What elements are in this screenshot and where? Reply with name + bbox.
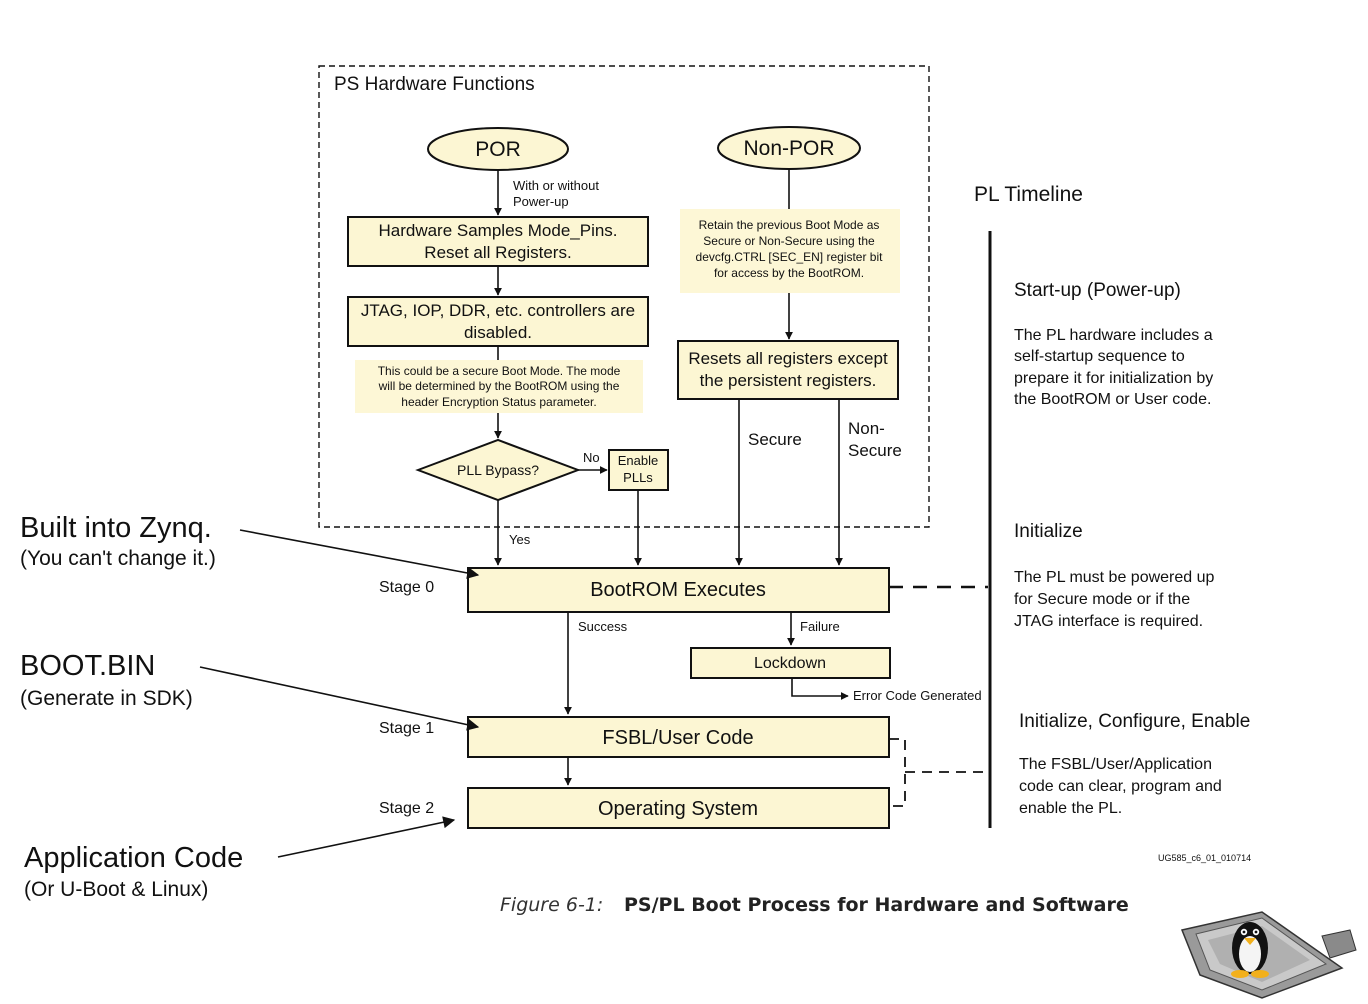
enable-plls-line1: Enable — [618, 453, 658, 468]
fsbl-label: FSBL/User Code — [602, 727, 753, 749]
secure-label: Secure — [748, 430, 802, 449]
ice-text-2: code can clear, program and — [1019, 778, 1222, 795]
ps-hardware-title: PS Hardware Functions — [334, 74, 535, 95]
application-code-label: Application Code — [24, 842, 243, 874]
figure-reference-id: UG585_c6_01_010714 — [1158, 853, 1251, 863]
error-code-label: Error Code Generated — [853, 688, 982, 703]
built-into-zynq-label: Built into Zynq. — [20, 512, 212, 544]
hw-samples-line1: Hardware Samples Mode_Pins. — [378, 221, 617, 240]
retain-note-line3: devcfg.CTRL [SEC_EN] register bit — [696, 250, 884, 264]
secure-mode-note — [355, 360, 643, 413]
ice-text-3: enable the PL. — [1019, 800, 1122, 817]
startup-text-1: The PL hardware includes a — [1014, 327, 1213, 344]
boot-bin-label: BOOT.BIN — [20, 650, 155, 682]
no-label: No — [583, 450, 600, 465]
secure-note-line3: header Encryption Status parameter. — [401, 395, 596, 409]
yes-label: Yes — [509, 532, 531, 547]
uboot-linux-label: (Or U-Boot & Linux) — [24, 878, 208, 901]
fsbl-os-bracket — [889, 738, 906, 807]
operating-system-box — [467, 787, 890, 829]
non-secure-label-line2: Secure — [848, 441, 902, 460]
with-or-without-label: With or without — [513, 178, 599, 193]
startup-text-3: prepare it for initialization by — [1014, 370, 1213, 387]
figure-caption: PS/PL Boot Process for Hardware and Soft… — [624, 894, 1129, 916]
lockdown-label: Lockdown — [754, 655, 826, 672]
pl-timeline-title: PL Timeline — [974, 183, 1083, 206]
arrow-boot-bin — [199, 666, 480, 731]
resets-registers-box — [677, 340, 899, 400]
stage-1-label: Stage 1 — [379, 720, 434, 737]
stage-2-label: Stage 2 — [379, 800, 434, 817]
ps-hardware-frame — [318, 65, 930, 528]
por-label: POR — [475, 138, 521, 161]
retain-boot-mode-note — [680, 209, 900, 293]
success-label: Success — [578, 619, 628, 634]
figure-number: Figure 6-1: — [500, 894, 603, 916]
jtag-disabled-box — [347, 296, 649, 347]
arrow-app-code — [277, 816, 456, 858]
linux-penguin-chip-icon — [1180, 911, 1357, 999]
stage-0-label: Stage 0 — [379, 579, 434, 596]
pll-bypass-label: PLL Bypass? — [457, 462, 539, 478]
initialize-heading: Initialize — [1014, 521, 1083, 542]
startup-heading: Start-up (Power-up) — [1014, 280, 1181, 301]
os-label: Operating System — [598, 798, 758, 820]
retain-note-line1: Retain the previous Boot Mode as — [699, 218, 880, 232]
retain-note-line4: for access by the BootROM. — [714, 266, 864, 280]
enable-plls-box — [608, 449, 669, 491]
secure-note-line1: This could be a secure Boot Mode. The mo… — [378, 364, 621, 378]
startup-text-4: the BootROM or User code. — [1014, 391, 1211, 408]
non-por-label: Non-POR — [743, 137, 834, 160]
enable-plls-line2: PLLs — [623, 470, 653, 485]
cant-change-label: (You can't change it.) — [20, 547, 216, 570]
power-up-label: Power-up — [513, 194, 569, 209]
init-text-2: for Secure mode or if the — [1014, 591, 1190, 608]
failure-label: Failure — [800, 619, 840, 634]
hw-samples-line2: Reset all Registers. — [424, 243, 571, 262]
bootrom-executes-box — [467, 567, 890, 613]
bootrom-label: BootROM Executes — [590, 579, 766, 601]
jtag-line2: disabled. — [464, 323, 532, 342]
retain-note-line2: Secure or Non-Secure using the — [703, 234, 875, 248]
ice-heading: Initialize, Configure, Enable — [1019, 711, 1250, 732]
ice-text-1: The FSBL/User/Application — [1019, 756, 1212, 773]
arrow-error-code — [791, 678, 849, 700]
arrow-built-into — [239, 529, 480, 579]
resets-line2: the persistent registers. — [700, 371, 877, 390]
jtag-line1: JTAG, IOP, DDR, etc. controllers are — [361, 301, 635, 320]
init-text-1: The PL must be powered up — [1014, 569, 1215, 586]
non-secure-label-line1: Non- — [848, 419, 885, 438]
resets-line1: Resets all registers except — [688, 349, 888, 368]
lockdown-box — [690, 647, 891, 679]
fsbl-user-code-box — [467, 716, 890, 758]
generate-sdk-label: (Generate in SDK) — [20, 687, 193, 710]
startup-text-2: self-startup sequence to — [1014, 348, 1185, 365]
secure-note-line2: will be determined by the BootROM using … — [378, 379, 620, 393]
init-text-3: JTAG interface is required. — [1014, 613, 1203, 630]
